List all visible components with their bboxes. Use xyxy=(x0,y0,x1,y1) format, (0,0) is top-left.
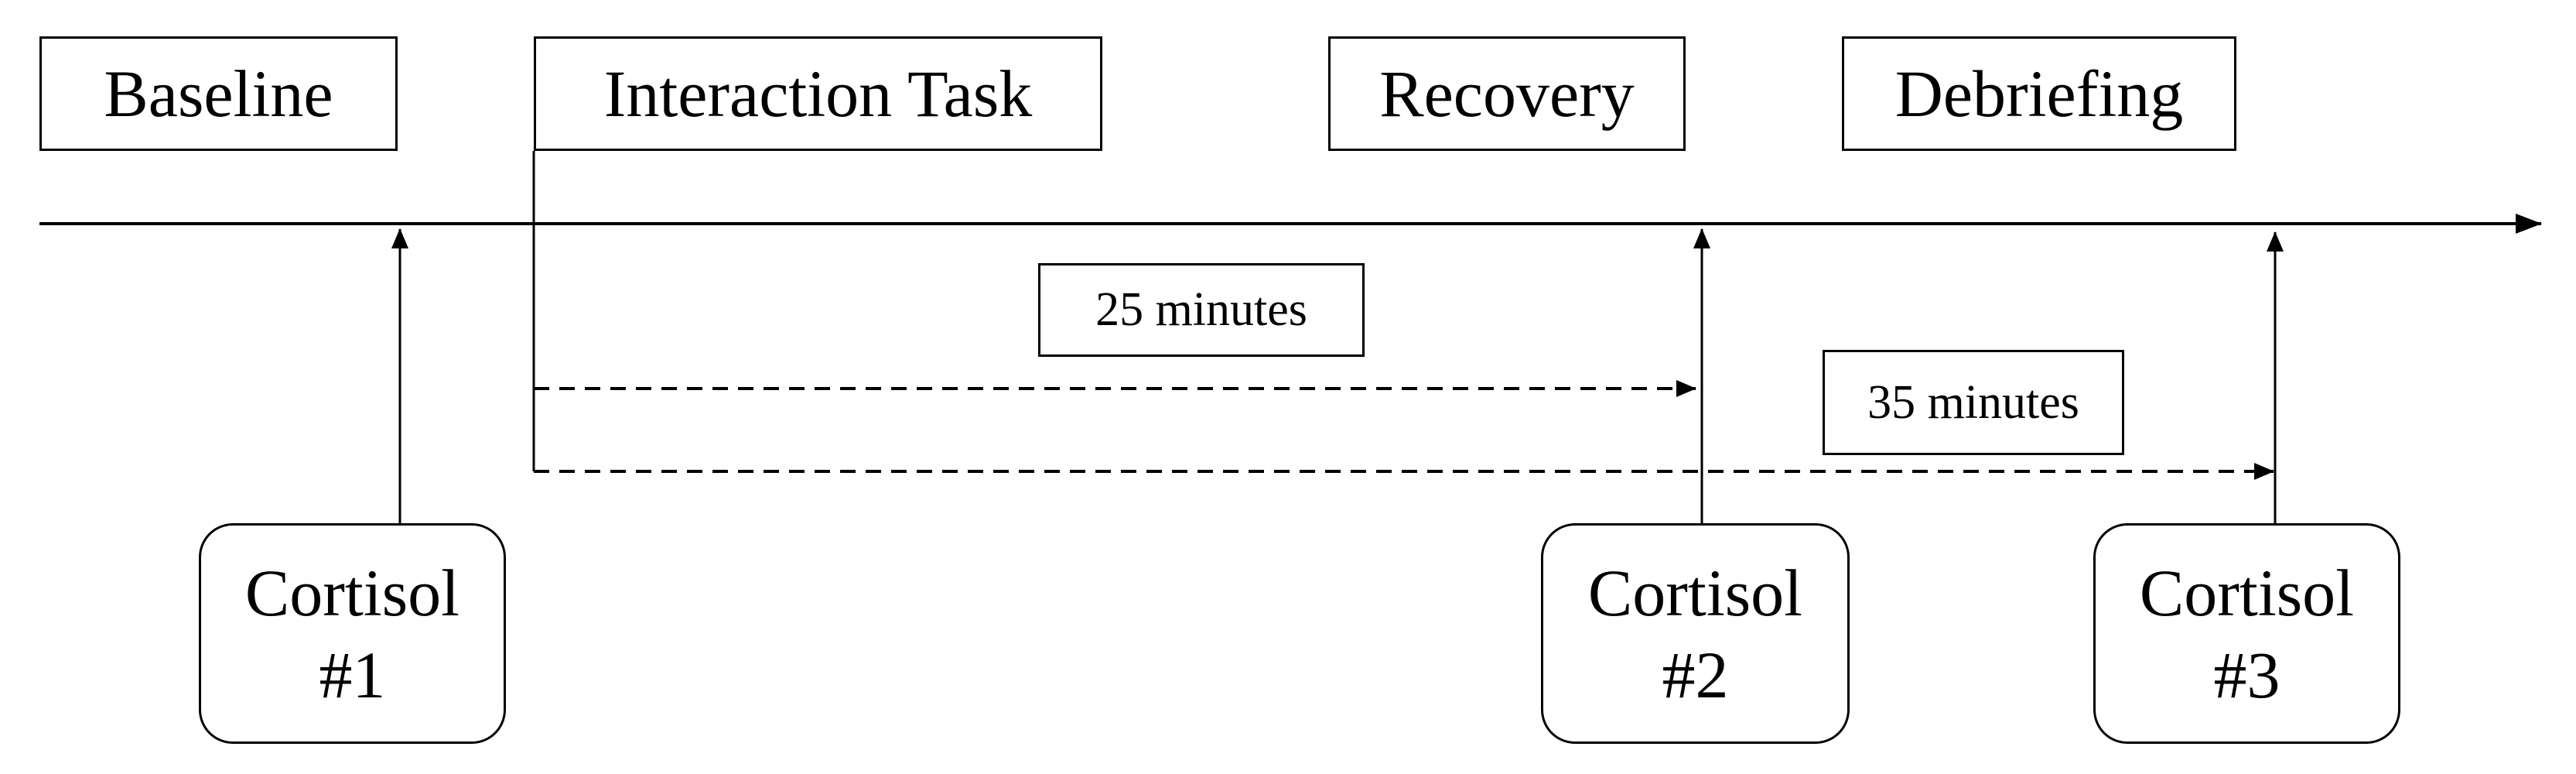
duration-label: 25 minutes xyxy=(1095,283,1307,336)
duration-label: 35 minutes xyxy=(1867,375,2079,429)
cortisol-sample-3-box: Cortisol #3 xyxy=(2093,523,2400,744)
phase-debriefing-box: Debriefing xyxy=(1842,36,2236,151)
phase-baseline-box: Baseline xyxy=(39,36,398,151)
cortisol-sample-2-box: Cortisol #2 xyxy=(1541,523,1850,744)
cortisol-number: #1 xyxy=(319,637,386,712)
cortisol-label: Cortisol xyxy=(2139,555,2355,630)
cortisol-number: #2 xyxy=(1662,637,1729,712)
phase-label: Debriefing xyxy=(1894,57,2184,131)
cortisol-label: Cortisol xyxy=(244,555,460,630)
phase-label: Recovery xyxy=(1379,57,1635,131)
duration-35-minutes-box: 35 minutes xyxy=(1823,350,2124,455)
cortisol-label: Cortisol xyxy=(1587,555,1803,630)
duration-25-minutes-box: 25 minutes xyxy=(1038,263,1365,357)
phase-label: Baseline xyxy=(104,57,333,131)
phase-interaction-task-box: Interaction Task xyxy=(534,36,1102,151)
phase-label: Interaction Task xyxy=(603,57,1033,131)
cortisol-sample-1-box: Cortisol #1 xyxy=(199,523,506,744)
phase-recovery-box: Recovery xyxy=(1328,36,1686,151)
cortisol-number: #3 xyxy=(2213,637,2280,712)
